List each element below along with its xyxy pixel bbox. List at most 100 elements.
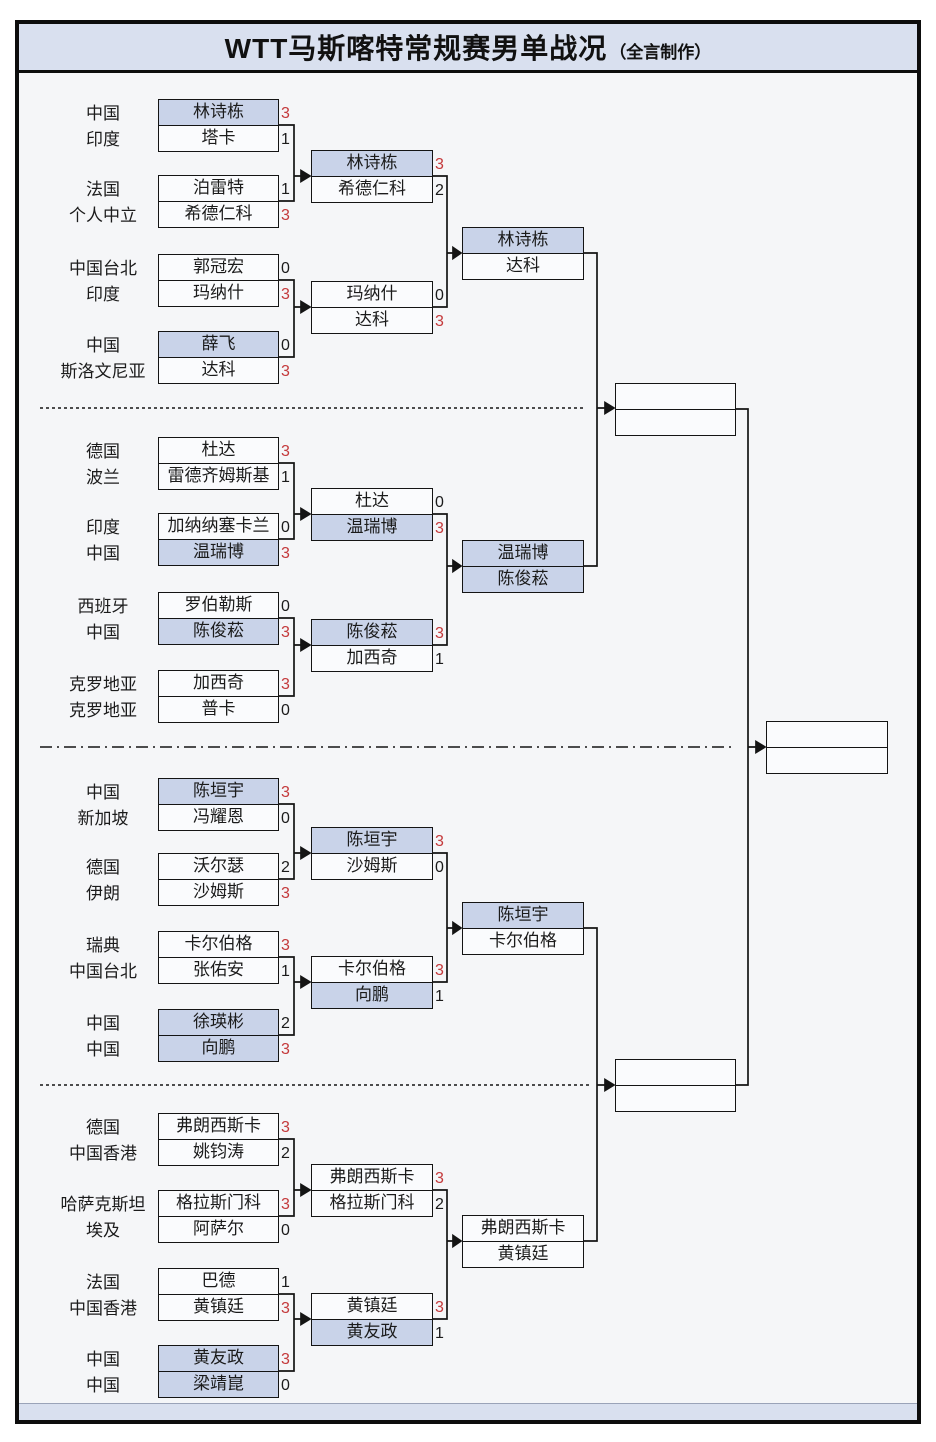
r1-match-6: 印度 中国 加纳纳塞卡兰 温瑞博 0 3 — [86, 513, 290, 566]
player-name: 黄镇廷 — [497, 1243, 549, 1263]
player-score: 0 — [281, 702, 290, 719]
page-title: WTT马斯喀特常规赛男单战况 — [224, 33, 608, 64]
player-score: 1 — [435, 988, 444, 1005]
player-score: 0 — [281, 1222, 290, 1239]
player-score: 0 — [281, 260, 290, 277]
r1-match-12: 中国 中国 徐瑛彬 向鹏 2 3 — [86, 1009, 290, 1062]
player-name: 薛飞 — [159, 332, 278, 358]
player-score: 3 — [281, 363, 290, 380]
player-score: 2 — [281, 1145, 290, 1162]
player-name: 冯耀恩 — [193, 806, 244, 826]
sf-slot-2 — [615, 1059, 736, 1112]
player-score: 3 — [435, 625, 444, 642]
r1-match-13: 德国 中国香港 弗朗西斯卡 姚钧涛 3 2 — [69, 1113, 290, 1166]
player-name: 徐瑛彬 — [159, 1010, 278, 1036]
player-name: 玛纳什 — [193, 282, 244, 302]
country-label: 哈萨克斯坦 — [60, 1195, 146, 1214]
player-score: 3 — [281, 105, 290, 122]
player-name: 向鹏 — [159, 1035, 278, 1061]
r2-match-4: 陈俊菘 加西奇 3 1 — [311, 619, 444, 672]
sf-slot-1 — [615, 383, 736, 436]
country-label: 个人中立 — [69, 206, 137, 225]
player-score: 0 — [281, 519, 290, 536]
player-score: 3 — [435, 313, 444, 330]
player-score: 0 — [281, 810, 290, 827]
player-score: 0 — [281, 598, 290, 615]
player-name: 雷德齐姆斯基 — [167, 465, 270, 485]
player-name: 格拉斯门科 — [329, 1192, 415, 1212]
country-label: 波兰 — [86, 468, 120, 487]
player-name: 弗朗西斯卡 — [312, 1165, 432, 1191]
country-label: 克罗地亚 — [69, 701, 137, 720]
r2-match-2: 玛纳什 达科 0 3 — [311, 281, 444, 334]
r2-match-5: 陈垣宇 沙姆斯 3 0 — [311, 827, 444, 880]
player-name: 巴德 — [159, 1269, 278, 1295]
player-score: 2 — [281, 1015, 290, 1032]
r2-match-8: 黄镇廷 黄友政 3 1 — [311, 1293, 444, 1346]
player-name: 卡尔伯格 — [489, 930, 557, 950]
country-label: 中国 — [86, 1350, 120, 1369]
player-name: 格拉斯门科 — [159, 1191, 278, 1217]
player-score: 0 — [281, 1377, 290, 1394]
player-score: 3 — [435, 520, 444, 537]
player-score: 2 — [435, 182, 444, 199]
player-name — [616, 1060, 735, 1086]
player-name: 达科 — [506, 255, 540, 275]
player-name: 杜达 — [159, 438, 278, 464]
player-score: 1 — [281, 963, 290, 980]
country-label: 中国 — [86, 544, 120, 563]
country-label: 伊朗 — [86, 884, 120, 903]
player-name: 阿萨尔 — [193, 1218, 244, 1238]
country-label: 中国香港 — [69, 1144, 137, 1163]
player-score: 3 — [281, 676, 290, 693]
player-name: 温瑞博 — [463, 541, 583, 567]
player-name: 陈俊菘 — [312, 620, 432, 646]
country-label: 中国香港 — [69, 1299, 137, 1318]
r1-match-10: 德国 伊朗 沃尔瑟 沙姆斯 2 3 — [86, 853, 290, 906]
player-score: 3 — [435, 156, 444, 173]
player-score: 3 — [435, 1170, 444, 1187]
country-label: 法国 — [86, 180, 120, 199]
player-name — [767, 748, 887, 773]
player-score: 0 — [435, 494, 444, 511]
player-score: 3 — [281, 1119, 290, 1136]
qf-pair-4: 弗朗西斯卡 黄镇廷 — [462, 1215, 584, 1268]
player-name: 黄友政 — [312, 1319, 432, 1345]
player-name: 陈垣宇 — [159, 779, 278, 805]
country-label: 克罗地亚 — [69, 675, 137, 694]
country-label: 中国 — [86, 336, 120, 355]
player-score: 3 — [281, 885, 290, 902]
player-score: 0 — [435, 859, 444, 876]
player-name: 沙姆斯 — [193, 881, 244, 901]
player-name: 泊雷特 — [159, 176, 278, 202]
player-name: 沃尔瑟 — [159, 854, 278, 880]
r1-match-8: 克罗地亚 克罗地亚 加西奇 普卡 3 0 — [69, 670, 290, 723]
country-label: 中国 — [86, 1376, 120, 1395]
player-score: 3 — [281, 937, 290, 954]
player-name — [767, 722, 887, 748]
country-label: 印度 — [86, 518, 120, 537]
player-name: 黄友政 — [159, 1346, 278, 1372]
player-name: 罗伯勒斯 — [159, 593, 278, 619]
player-score: 3 — [281, 545, 290, 562]
qf-pair-1: 林诗栋 达科 — [462, 227, 584, 280]
country-label: 德国 — [86, 1118, 120, 1137]
country-label: 德国 — [86, 442, 120, 461]
country-label: 印度 — [86, 130, 120, 149]
player-score: 1 — [435, 651, 444, 668]
r1-match-3: 中国台北 印度 郭冠宏 玛纳什 0 3 — [69, 254, 290, 307]
player-name: 卡尔伯格 — [312, 957, 432, 983]
country-label: 中国台北 — [69, 259, 137, 278]
footer-bar — [19, 1403, 917, 1420]
player-score: 0 — [281, 337, 290, 354]
player-name: 向鹏 — [312, 982, 432, 1008]
r1-match-4: 中国 斯洛文尼亚 薛飞 达科 0 3 — [61, 331, 290, 384]
r2-match-6: 卡尔伯格 向鹏 3 1 — [311, 956, 444, 1009]
r1-match-2: 法国 个人中立 泊雷特 希德仁科 1 3 — [69, 175, 290, 228]
player-score: 3 — [435, 833, 444, 850]
r1-match-7: 西班牙 中国 罗伯勒斯 陈俊菘 0 3 — [78, 592, 290, 645]
qf-pair-3: 陈垣宇 卡尔伯格 — [462, 902, 584, 955]
r2-match-7: 弗朗西斯卡 格拉斯门科 3 2 — [311, 1164, 444, 1217]
r1-match-9: 中国 新加坡 陈垣宇 冯耀恩 3 0 — [78, 778, 290, 831]
player-score: 3 — [281, 1351, 290, 1368]
